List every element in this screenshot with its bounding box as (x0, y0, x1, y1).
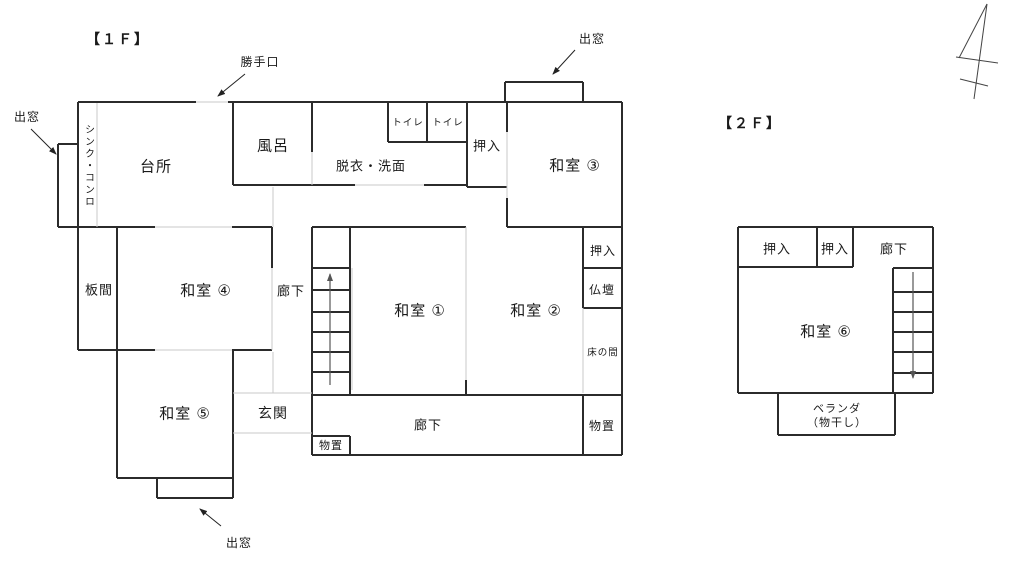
washitsu2-label: 和室 ② (510, 303, 562, 320)
floor1-title: 【１Ｆ】 (86, 31, 150, 47)
closet-2f-1-label: 押入 (763, 242, 791, 257)
sink-stove-label: シンク・コンロ (83, 124, 94, 208)
kitchen-label: 台所 (140, 159, 172, 176)
north-arrow-icon (958, 3, 988, 59)
tokonoma-label: 床の間 (587, 347, 619, 359)
washroom-label: 脱衣・洗面 (336, 159, 406, 174)
bay-window-label-south-arrow-icon (199, 508, 222, 527)
washitsu1-label: 和室 ① (394, 303, 446, 320)
floor2-title: 【２Ｆ】 (718, 115, 782, 131)
hallway-mid-label: 廊下 (277, 284, 305, 299)
bath-label: 風呂 (257, 138, 289, 155)
toilet-label-1: トイレ (392, 118, 424, 129)
closet-2f-2-label: 押入 (821, 242, 849, 257)
itanoma-label: 板間 (85, 283, 113, 298)
kitchen-door-label: 勝手口 (240, 54, 279, 69)
closet-east-label: 押入 (590, 244, 616, 258)
washitsu6-label: 和室 ⑥ (800, 324, 852, 341)
bay-window-label-north: 出窓 (579, 31, 605, 46)
bay-window-label-north-arrow-icon (552, 49, 576, 75)
north-arrow-icon (959, 78, 989, 87)
toilet-label-2: トイレ (432, 118, 464, 129)
veranda-label-line2: （物干し） (807, 415, 867, 429)
storage-se-label: 物置 (589, 419, 615, 433)
bay-window-label-west-arrow-icon (30, 128, 57, 155)
veranda-label-line1: ベランダ (813, 401, 861, 415)
washitsu4-label: 和室 ④ (180, 283, 232, 300)
hallway-south-label: 廊下 (414, 418, 442, 433)
north-arrow-icon (955, 56, 999, 64)
genkan-label: 玄関 (258, 405, 288, 421)
washitsu5-label: 和室 ⑤ (159, 406, 211, 423)
bay-window-label-west: 出窓 (14, 109, 40, 124)
hallway-2f-label: 廊下 (880, 242, 908, 257)
butsudan-label: 仏壇 (589, 282, 615, 297)
washitsu3-label: 和室 ③ (549, 158, 601, 175)
closet-north-label: 押入 (473, 139, 501, 154)
bay-window-label-south: 出窓 (226, 535, 252, 550)
kitchen-door-label-arrow-icon (217, 73, 246, 97)
storage-sw-label: 物置 (319, 438, 343, 452)
